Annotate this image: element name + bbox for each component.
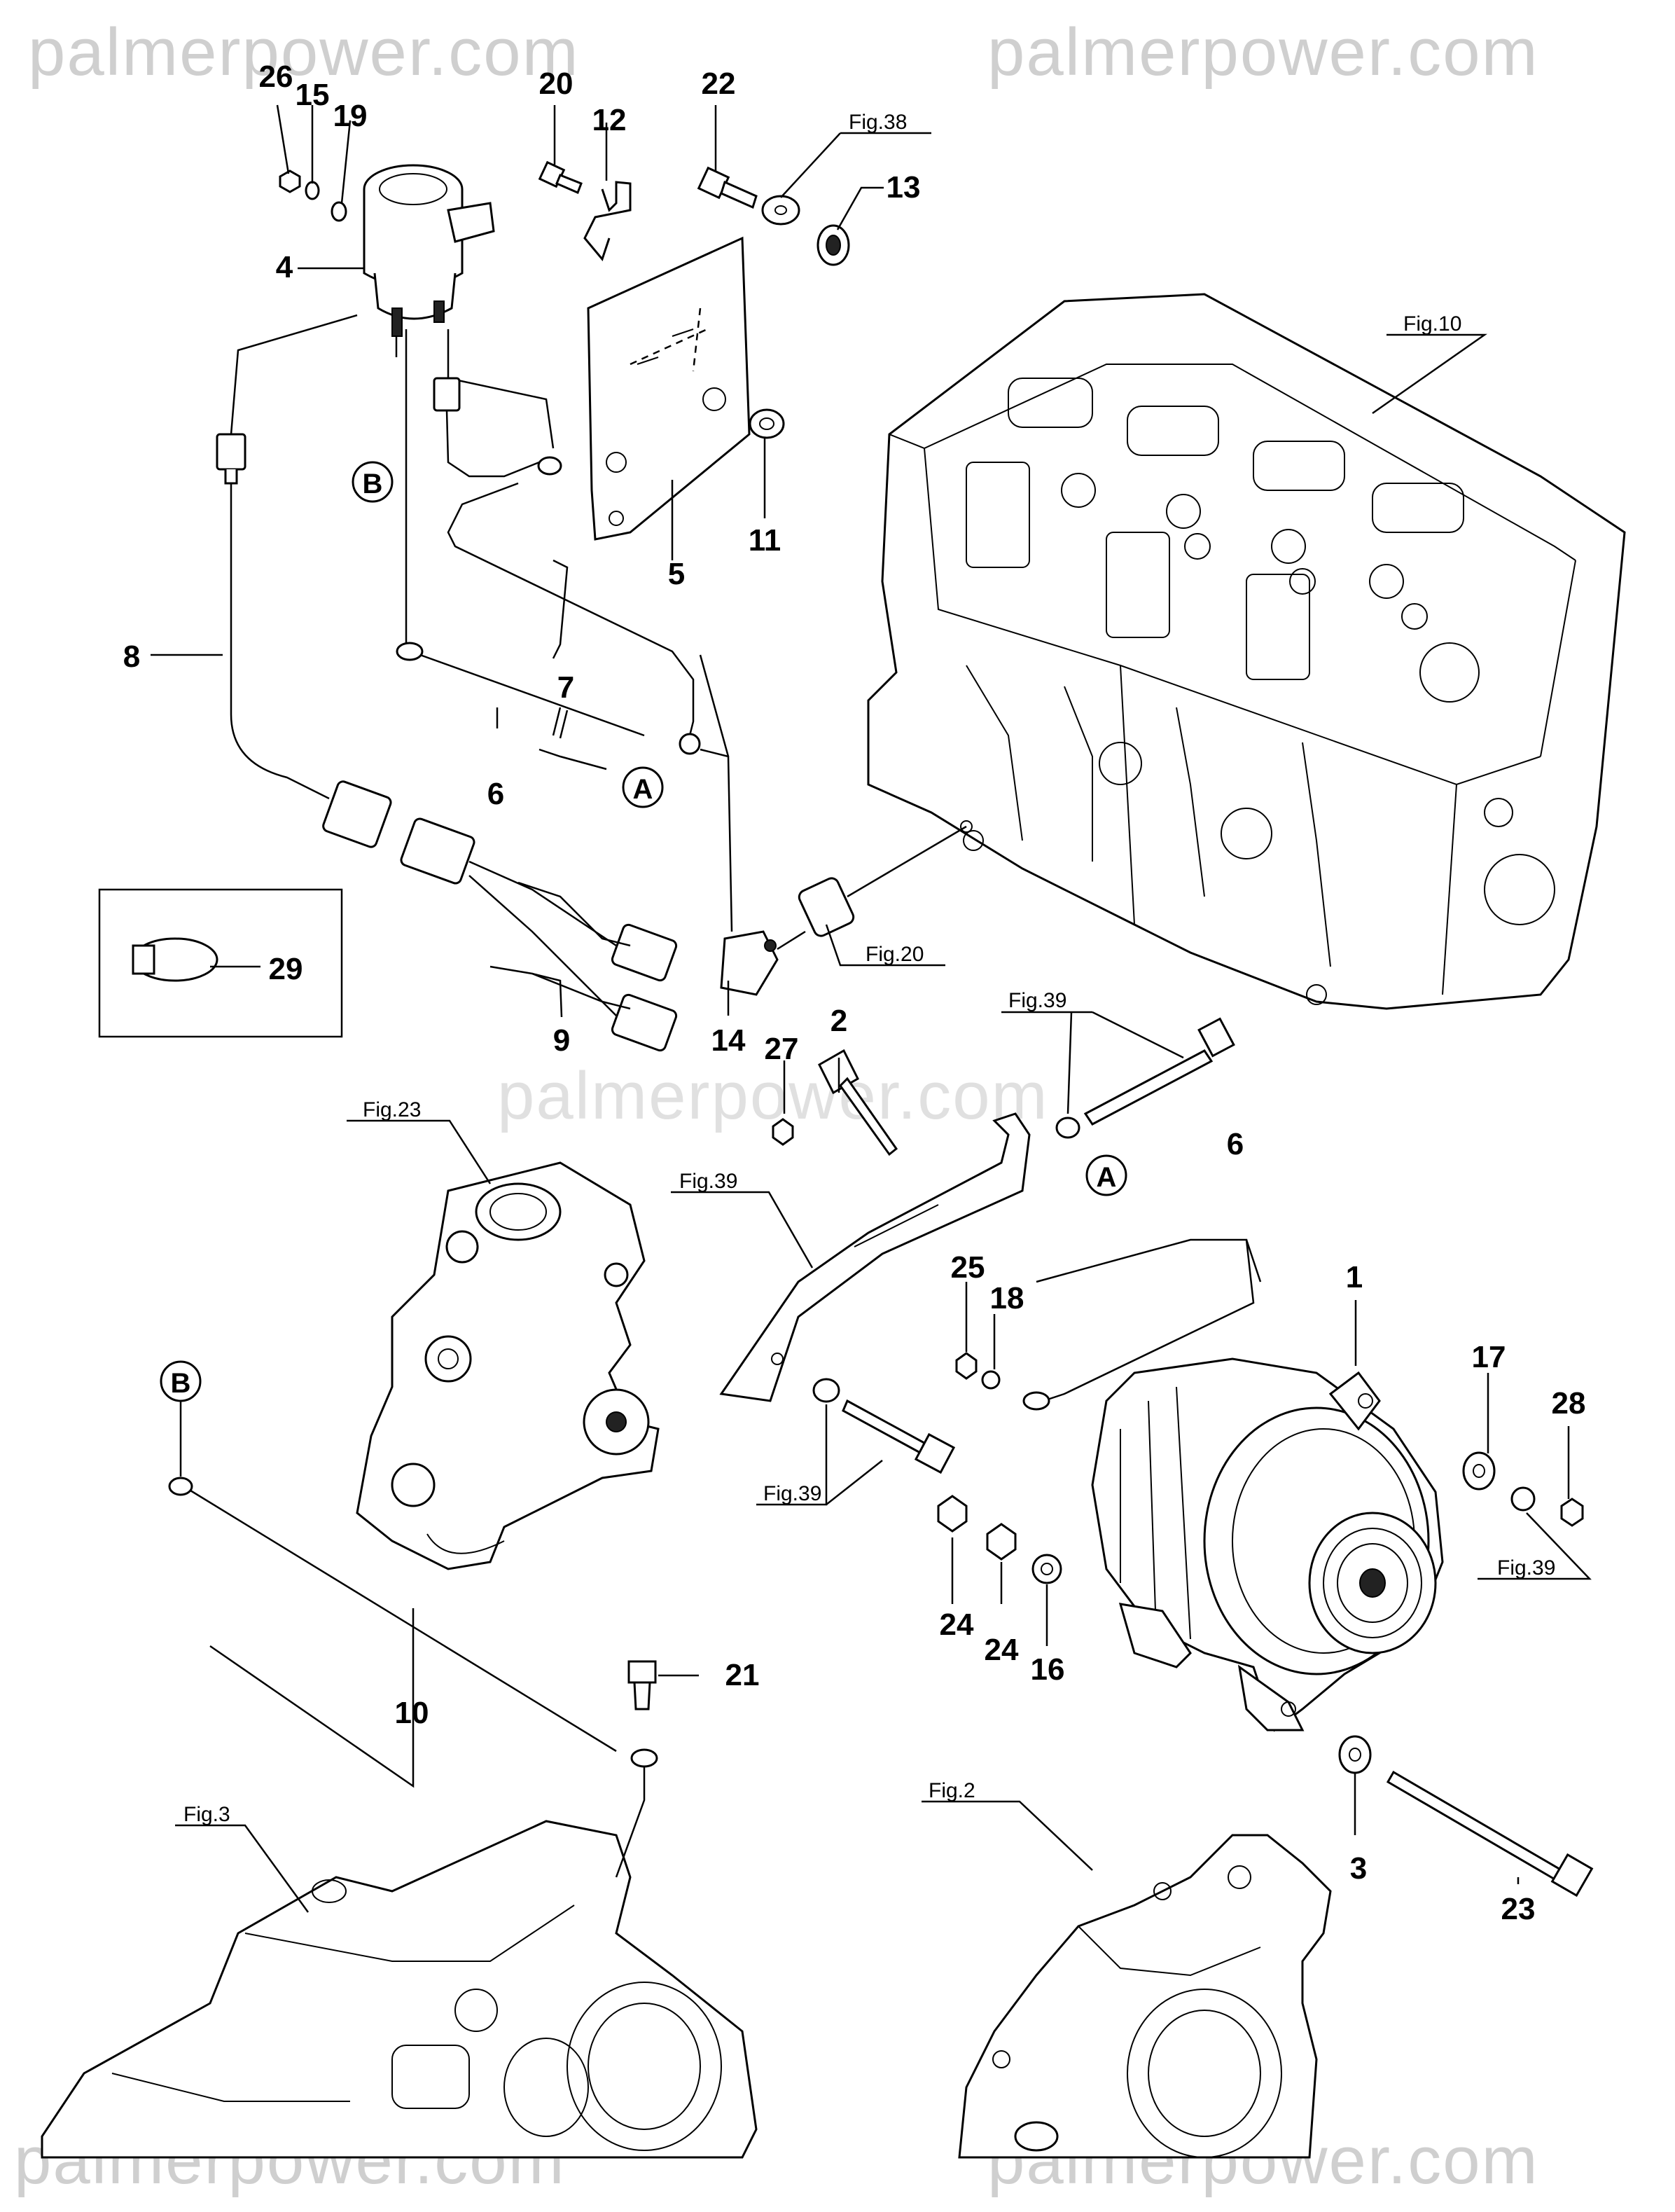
ground-cable-drawing <box>168 1477 658 1878</box>
callout-17: 17 <box>1472 1340 1506 1374</box>
connector-b-top: B <box>352 461 394 503</box>
leader-lines <box>151 104 1592 1913</box>
clip-29-detail <box>98 888 343 1038</box>
callout-2: 2 <box>830 1004 847 1038</box>
fig-ref-39-top: Fig.39 <box>1008 989 1066 1012</box>
callout-21: 21 <box>725 1658 760 1692</box>
fig-ref-2: Fig.2 <box>929 1779 975 1802</box>
connector-a-top: A <box>622 766 664 808</box>
callout-24-left: 24 <box>940 1608 974 1642</box>
callout-12: 12 <box>592 103 627 137</box>
watermark-top-right: palmerpower.com <box>987 15 1539 90</box>
fig-ref-39-right: Fig.39 <box>1497 1556 1555 1579</box>
callout-14: 14 <box>711 1023 746 1058</box>
fig-ref-20: Fig.20 <box>866 943 924 966</box>
callout-1: 1 <box>1346 1260 1363 1294</box>
callout-27: 27 <box>765 1032 799 1066</box>
callout-4: 4 <box>276 250 293 284</box>
callout-18: 18 <box>990 1281 1024 1315</box>
solenoid-assembly-drawing <box>279 160 850 541</box>
connector-b-top-label: B <box>363 469 383 499</box>
callout-9: 9 <box>553 1023 570 1058</box>
callout-15: 15 <box>296 78 330 112</box>
fig-ref-23: Fig.23 <box>363 1098 421 1121</box>
callout-16: 16 <box>1031 1652 1065 1687</box>
watermark-top-left: palmerpower.com <box>28 15 580 90</box>
fig-ref-39-left: Fig.39 <box>679 1170 737 1193</box>
fig-ref-3: Fig.3 <box>183 1803 230 1826</box>
adjusting-bracket-drawing <box>719 1017 1255 1584</box>
callout-6-lower: 6 <box>1227 1127 1244 1161</box>
callout-8: 8 <box>123 640 140 674</box>
callout-11: 11 <box>749 523 781 558</box>
connector-b-lower: B <box>160 1360 202 1402</box>
callout-10: 10 <box>395 1696 429 1730</box>
callout-13: 13 <box>887 170 921 205</box>
callout-7: 7 <box>557 670 574 705</box>
callout-29: 29 <box>269 952 303 986</box>
water-pump-drawing <box>356 1161 660 1570</box>
mounting-bracket-drawing <box>958 1834 1332 2159</box>
callout-24-right: 24 <box>985 1633 1019 1667</box>
fig-ref-10: Fig.10 <box>1403 312 1461 336</box>
callout-28: 28 <box>1552 1386 1586 1420</box>
gear-case-drawing <box>41 1820 758 2159</box>
fig-ref-39-lower: Fig.39 <box>763 1482 821 1505</box>
callout-5: 5 <box>668 557 685 591</box>
connector-b-lower-label: B <box>171 1368 191 1399</box>
callout-22: 22 <box>702 67 736 101</box>
callout-19: 19 <box>333 99 368 133</box>
callout-3: 3 <box>1350 1851 1367 1886</box>
connector-a-top-label: A <box>633 774 653 805</box>
engine-block-drawing <box>867 293 1626 1010</box>
watermark-middle: palmerpower.com <box>497 1058 1049 1133</box>
alternator-drawing <box>1091 1357 1594 1898</box>
wiring-drawing <box>216 314 973 1052</box>
callout-20: 20 <box>539 67 574 101</box>
callout-25: 25 <box>951 1250 985 1285</box>
callout-26: 26 <box>259 60 293 94</box>
callout-23: 23 <box>1501 1892 1536 1926</box>
fig-ref-38: Fig.38 <box>849 111 907 134</box>
callout-6-top: 6 <box>487 777 504 811</box>
connector-a-lower: A <box>1085 1154 1127 1196</box>
connector-a-lower-label: A <box>1097 1162 1117 1193</box>
